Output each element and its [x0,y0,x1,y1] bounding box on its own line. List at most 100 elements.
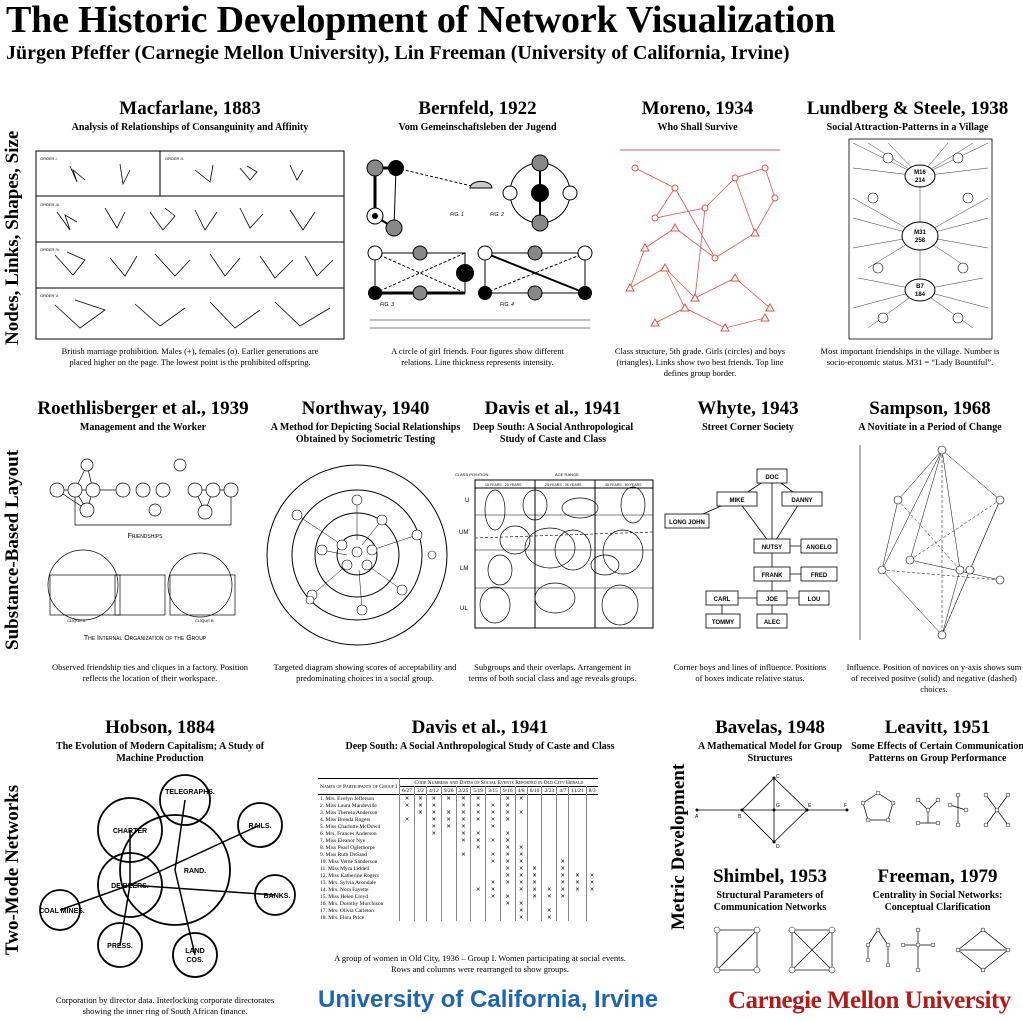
participant-name: 3. Miss Theresa Anderson [320,809,378,816]
whyte-tommy: TOMMY [712,620,734,626]
panel-subtitle: Who Shall Survive [657,122,738,133]
attendance-cell [556,830,569,837]
attendance-cell [455,858,471,865]
davis2-event-date: 8/3 [585,786,598,795]
davis2-event-date: 5/19 [470,786,486,795]
attendance-cell [556,851,569,858]
attendance-cell [440,802,456,809]
attendance-cell: ✕ [514,794,528,802]
attendance-cell [556,844,569,851]
attendance-cell: ✕ [526,872,542,879]
roethlisberger-org-label: The Internal Organization of the Group [84,635,207,642]
caption-davis2: A group of women in Old City, 1936 – Gro… [334,953,626,974]
attendance-cell: ✕ [568,872,587,879]
attendance-cell [440,914,456,921]
table-row: 14. Mrs. Nora Fayette✕✕✕✕✕✕✕✕ [318,886,598,893]
attendance-cell: ✕ [425,809,442,816]
attendance-cell [568,893,587,900]
attendance-cell: ✕ [499,830,516,837]
table-row: 18. Mrs. Flora Price✕✕ [318,914,598,921]
attendance-cell [440,879,456,886]
attendance-cell: ✕ [585,879,598,886]
attendance-cell: ✕ [455,816,471,823]
attendance-cell [585,816,598,823]
lundberg-b7: B7 [916,284,924,290]
attendance-cell [556,914,569,921]
panel-freeman: Freeman, 1979 Centrality in Social Netwo… [850,866,1023,914]
row-label-substance: Substance-Based Layout [2,449,23,650]
panel-roethlisberger: Roethlisberger et al., 1939 Management a… [28,398,258,434]
attendance-cell [470,893,486,900]
attendance-cell [399,865,415,872]
whyte-lou: LOU [808,597,821,603]
attendance-cell [470,823,486,830]
attendance-cell: ✕ [499,802,516,809]
bavelas-e: E [808,803,812,809]
attendance-cell: ✕ [440,794,456,802]
attendance-cell: ✕ [399,794,415,802]
participant-name: 17. Mrs. Olivia Carleton [320,907,374,914]
attendance-cell: ✕ [499,844,516,851]
table-row: 16. Mrs. Dorothy Murchison✕✕ [318,900,598,907]
attendance-cell: ✕ [425,802,442,809]
attendance-cell [425,872,442,879]
attendance-cell [514,837,528,844]
caption-moreno: Class structure, 5th grade. Girls (circl… [614,346,786,378]
attendance-cell [440,893,456,900]
svg-text:ORDER I.: ORDER I. [40,156,58,161]
caption-sampson: Influence. Position of novices on y-axis… [846,662,1022,694]
attendance-cell [455,886,471,893]
participant-name: 9. Miss Ruth DeSand [320,851,368,858]
attendance-cell [413,816,427,823]
panel-macfarlane: Macfarlane, 1883 Analysis of Relationshi… [35,98,345,134]
participant-name: 5. Miss Charlotte McDowd [320,823,381,830]
attendance-cell [399,879,415,886]
whyte-carl: CARL [714,597,731,603]
davis2-table-wrap: Names of Participants of Group I Code Nu… [318,778,638,921]
attendance-cell [440,830,456,837]
attendance-cell [541,809,557,816]
attendance-cell [455,844,471,851]
attendance-cell [413,893,427,900]
row-label-metric: Metric Development [668,763,689,930]
hobson-cos: COS. [186,957,203,964]
attendance-cell [526,830,542,837]
panel-subtitle: Centrality in Social Networks: Conceptua… [872,890,1003,913]
attendance-cell: ✕ [541,907,557,914]
whyte-nutsy: NUTSY [762,545,782,551]
davis2-events-header: Code Numbers and Dates of Social Events … [399,778,598,787]
attendance-cell [399,837,415,844]
attendance-cell [526,816,542,823]
attendance-cell: ✕ [485,837,501,844]
attendance-cell: ✕ [526,879,542,886]
panel-title: Moreno, 1934 [641,98,754,119]
table-row: 11. Miss Myra Liddell✕✕✕✕ [318,865,598,872]
attendance-cell: ✕ [485,858,501,865]
panel-bernfeld: Bernfeld, 1922 Vom Gemeinschaftsleben de… [355,98,600,134]
participant-name: 4. Miss Brenda Rogers [320,816,371,823]
attendance-cell [440,844,456,851]
attendance-cell: ✕ [514,865,528,872]
participant-name: 6. Mrs. Frances Anderson [320,830,377,837]
davis2-event-date: 6/10 [526,786,542,795]
bernfeld-fig2-label: FIG. 2 [490,212,504,218]
attendance-cell [541,823,557,830]
attendance-cell: ✕ [499,851,516,858]
attendance-cell: ✕ [455,851,471,858]
attendance-cell [425,879,442,886]
panel-subtitle: Management and the Worker [79,422,207,433]
table-row: 4. Miss Brenda Rogers✕✕✕✕✕✕✕ [318,816,598,823]
attendance-cell [470,907,486,914]
svg-text:ORDER V.: ORDER V. [40,293,59,298]
attendance-cell: ✕ [541,914,557,921]
whyte-angelo: ANGELO [806,545,832,551]
participant-name: 12. Miss Katherine Rogers [320,872,379,879]
attendance-cell: ✕ [514,872,528,879]
attendance-cell: ✕ [455,809,471,816]
attendance-cell [399,893,415,900]
participant-name: 11. Miss Myra Liddell [320,865,370,872]
hobson-coal-mines: COAL MINES. [39,908,85,915]
table-row: 12. Miss Katherine Rogers✕✕✕✕✕✕ [318,872,598,879]
hobson-banks: BANKS. [264,893,291,900]
attendance-cell: ✕ [470,802,486,809]
